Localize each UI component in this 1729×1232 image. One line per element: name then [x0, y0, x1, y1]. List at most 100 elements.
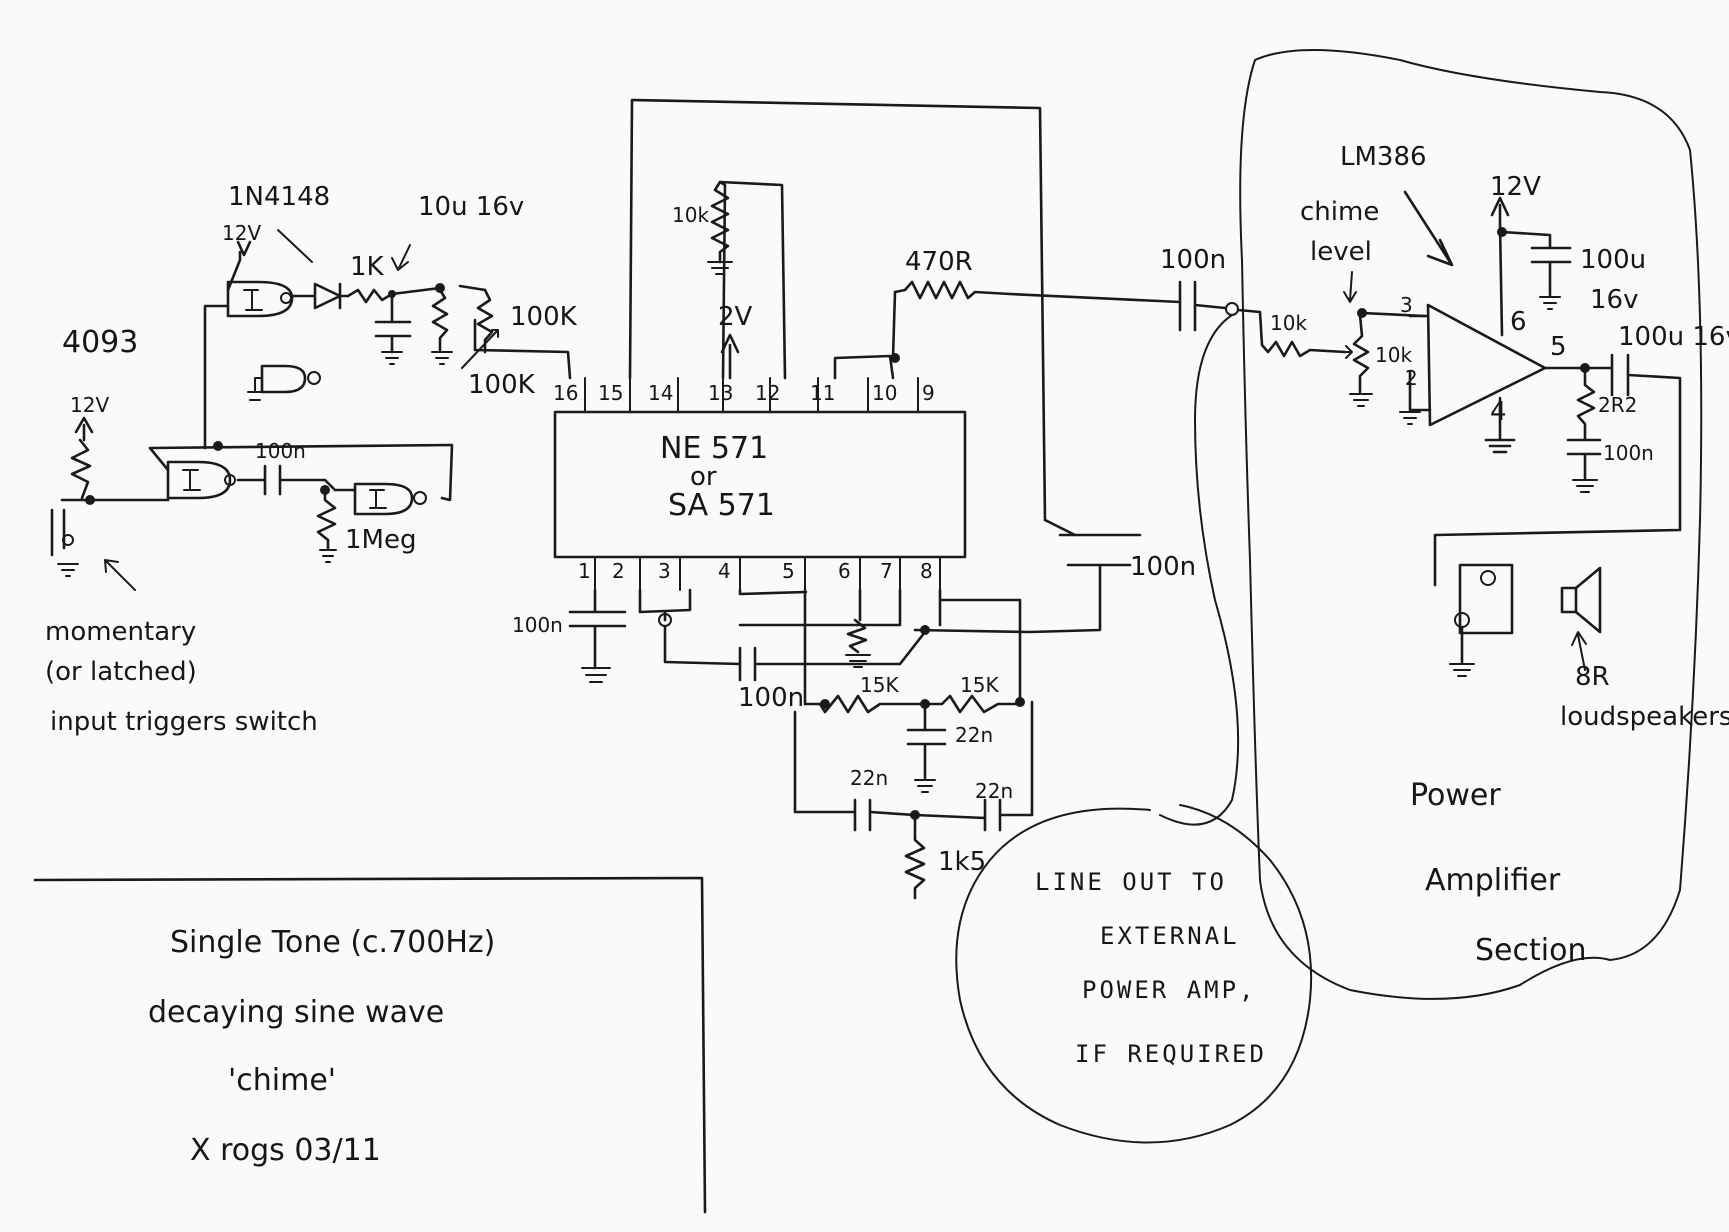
section-line-2: Amplifier: [1425, 863, 1561, 898]
amp-section-title: Power Amplifier Section: [1410, 778, 1586, 968]
pin-16: 16: [553, 381, 578, 405]
pin-8: 8: [920, 559, 933, 583]
pin1-cap: 100n: [512, 588, 627, 683]
ref-2v: 2V: [718, 302, 753, 380]
switch-note-1: momentary: [45, 617, 196, 647]
amp-pin-6: 6: [1510, 307, 1527, 337]
cap-100n-gate-label: 100n: [255, 439, 306, 463]
res-1k5-label: 1k5: [938, 847, 986, 877]
res-1meg-label: 1Meg: [345, 525, 416, 555]
amp-chip-label: LM386: [1340, 142, 1427, 172]
logic-chip-label: 4093: [62, 325, 138, 360]
speaker-jack: [1449, 563, 1514, 677]
cap-100u-b-label: 100u 16v: [1618, 322, 1729, 352]
gate-12v-label: 12V: [222, 221, 261, 245]
speaker-icon: 8R loudspeakers: [1560, 566, 1729, 732]
pin-15: 15: [598, 381, 623, 405]
gate-input: 100n: [148, 439, 454, 502]
ne571-chip: NE 571 or SA 571: [553, 410, 967, 559]
ic-bottom-pins: 1 2 3 4 5 6 7 8: [578, 556, 941, 591]
ic-label-1: NE 571: [660, 431, 768, 466]
gate-unused: [247, 364, 321, 401]
pin-10: 10: [872, 381, 897, 405]
lineout-line-2: EXTERNAL: [1100, 922, 1240, 950]
amp-input-network: 10k 10k chime level: [1236, 197, 1427, 407]
gate-top: 12V: [203, 221, 294, 450]
title-line-4: X rogs 03/11: [190, 1133, 381, 1168]
res-10k-top: 10k: [672, 180, 787, 380]
res-15k-b-label: 15K: [960, 673, 999, 697]
cap-100n-zobel-label: 100n: [1603, 441, 1654, 465]
ref-2v-label: 2V: [718, 302, 753, 332]
cap-22n-b-label: 22n: [850, 766, 888, 790]
speaker-label: loudspeakers: [1560, 702, 1729, 732]
amp-pin-4: 4: [1490, 397, 1507, 427]
amp-pin-2: 2: [1405, 366, 1418, 390]
cap-22n-a-label: 22n: [955, 723, 993, 747]
lineout-line-1: LINE OUT TO: [1035, 868, 1227, 896]
chime-label-2: level: [1310, 237, 1372, 267]
trigger-network: 100K 100K 10u 16v 1K 1N4148: [228, 182, 578, 400]
amp-pin-5: 5: [1550, 332, 1567, 362]
res-10k-top-label: 10k: [672, 203, 709, 227]
pin-2: 2: [612, 559, 625, 583]
pin-6: 6: [838, 559, 851, 583]
amp-output: 100u 16v 2R2 100n: [1433, 322, 1729, 587]
pin-3: 3: [658, 559, 671, 583]
cap-100n-right-label: 100n: [1130, 552, 1196, 582]
cap-100n-out-label: 100n: [1160, 245, 1226, 275]
pin-14: 14: [648, 381, 673, 405]
cap-100u-a-v-label: 16v: [1590, 285, 1638, 315]
section-line-1: Power: [1410, 778, 1501, 813]
title-line-2: decaying sine wave: [148, 995, 444, 1030]
switch-note-2: (or latched): [45, 657, 197, 687]
twin-t-network: 15K 15K 22n 22n 22n 1k5: [793, 588, 1034, 900]
ic-label-3: SA 571: [668, 488, 775, 523]
res-100k-a-label: 100K: [510, 302, 578, 332]
amp-12v-label: 12V: [1490, 172, 1541, 202]
lineout-line-4: IF REQUIRED: [1075, 1040, 1267, 1068]
pin-11: 11: [810, 381, 835, 405]
pin-4: 4: [718, 559, 731, 583]
gate-output: 1Meg: [316, 482, 427, 563]
switch-12v-label: 12V: [70, 393, 109, 417]
ic-top-pins: 16 15 14 13 12 11 10 9: [553, 377, 935, 413]
lm386-chip: 3 2 6 5 4 LM386: [1340, 142, 1567, 454]
res-15k-a-label: 15K: [860, 673, 899, 697]
cap-100n-out: 100n: [1160, 245, 1239, 332]
pin-9: 9: [922, 381, 935, 405]
res-470r: 470R: [833, 247, 1182, 380]
cap-100n-mid-label: 100n: [738, 683, 804, 713]
pot-10k-label: 10k: [1375, 343, 1412, 367]
chime-label-1: chime: [1300, 197, 1379, 227]
ic-label-2: or: [690, 462, 717, 492]
title-line-1: Single Tone (c.700Hz): [170, 925, 495, 960]
pins-4-6-network: [738, 588, 902, 706]
res-100k-b-label: 100K: [468, 370, 536, 400]
cap-22n-c-label: 22n: [975, 779, 1013, 803]
lineout-line-3: POWER AMP,: [1082, 976, 1257, 1004]
cap-10u-label: 10u 16v: [418, 192, 524, 222]
res-10k-in-label: 10k: [1270, 311, 1307, 335]
cap-100n-pin1-label: 100n: [512, 613, 563, 637]
title-block: Single Tone (c.700Hz) decaying sine wave…: [33, 876, 707, 1214]
amp-pin-3: 3: [1400, 293, 1413, 317]
pin-7: 7: [880, 559, 893, 583]
input-switch: 12V momentary (or latched) input trigger…: [45, 393, 318, 737]
pin-13: 13: [708, 381, 733, 405]
cap-100u-a-label: 100u: [1580, 245, 1646, 275]
cap-100n-right: 100n: [913, 518, 1196, 634]
amp-supply: 12V 100u 16v: [1490, 172, 1646, 337]
wire-pin15-loop: [628, 98, 1047, 522]
pin-5: 5: [782, 559, 795, 583]
diode-label: 1N4148: [228, 182, 330, 212]
res-470r-label: 470R: [905, 247, 973, 277]
amp-section-outline: [1239, 49, 1703, 1000]
res-2r2-label: 2R2: [1598, 393, 1637, 417]
speaker-8r-label: 8R: [1575, 662, 1610, 692]
pin-1: 1: [578, 559, 591, 583]
lineout-bubble: LINE OUT TO EXTERNAL POWER AMP, IF REQUI…: [955, 314, 1313, 1144]
switch-note-3: input triggers switch: [50, 707, 318, 737]
